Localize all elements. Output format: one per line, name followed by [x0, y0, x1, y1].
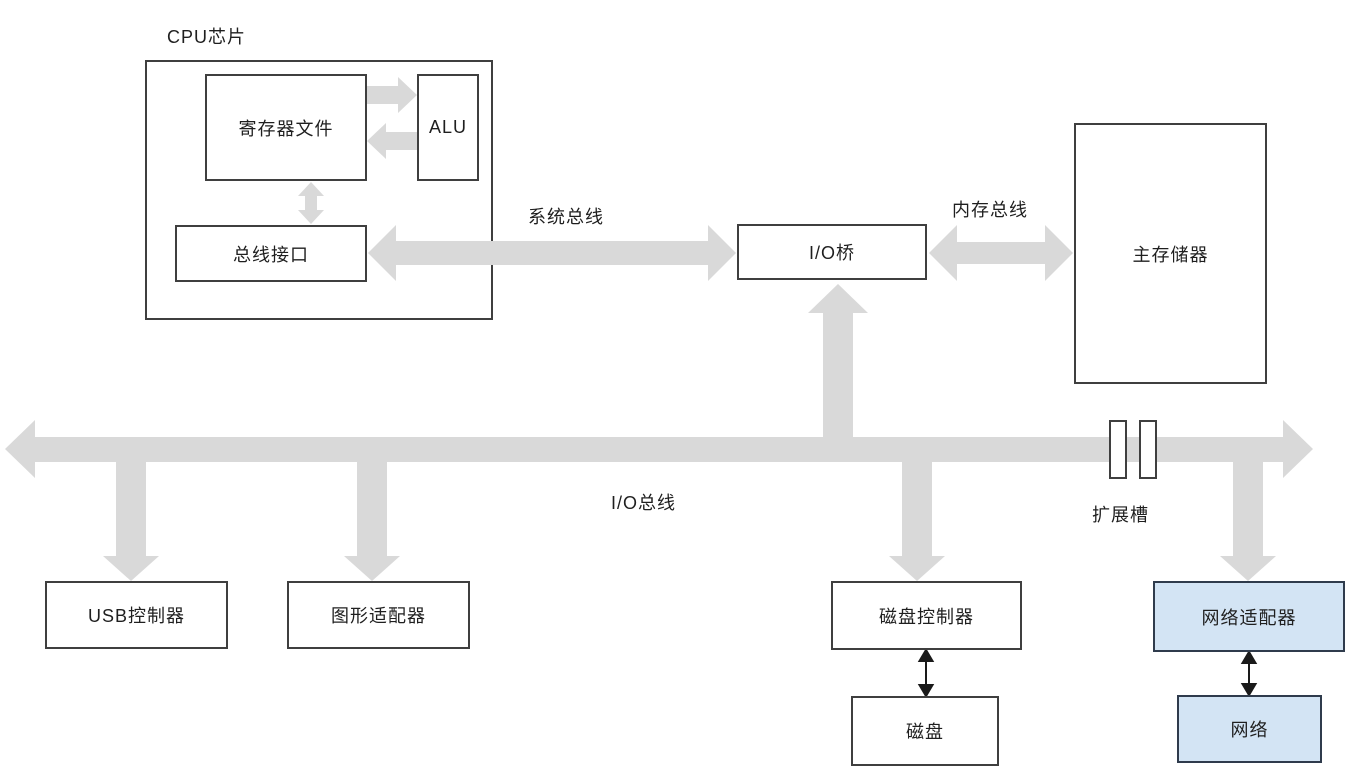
netadapter-network-arrowhead-down — [1240, 683, 1258, 697]
regfile-to-alu-arrow — [367, 77, 417, 113]
diskctrl-disk-arrowhead-down — [917, 684, 935, 698]
disk-box: 磁盘 — [851, 696, 999, 766]
alu-box: ALU — [417, 74, 479, 181]
usb-controller-box: USB控制器 — [45, 581, 228, 649]
diskctrl-disk-arrowhead-up — [917, 648, 935, 662]
main-memory-box: 主存储器 — [1074, 123, 1267, 384]
io-bus-label: I/O总线 — [611, 493, 677, 513]
network-box: 网络 — [1177, 695, 1322, 763]
io-bus-arrow — [5, 420, 1313, 478]
expansion-slots-label: 扩展槽 — [1092, 505, 1149, 525]
network-adapter-box: 网络适配器 — [1153, 581, 1345, 652]
memory-bus-arrow — [929, 225, 1073, 281]
memory-bus-label: 内存总线 — [952, 200, 1028, 220]
netadapter-network-arrowhead-up — [1240, 650, 1258, 664]
io-bridge-box: I/O桥 — [737, 224, 927, 280]
register-file-box: 寄存器文件 — [205, 74, 367, 181]
expansion-slot-1 — [1109, 420, 1127, 479]
bus-interface-box: 总线接口 — [175, 225, 367, 282]
regfile-businterface-arrow — [298, 182, 324, 224]
iobus-to-diskctrl-arrow — [889, 450, 945, 581]
graphics-adapter-box: 图形适配器 — [287, 581, 470, 649]
iobus-to-graphics-arrow — [344, 450, 400, 581]
cpu-chip-title: CPU芯片 — [167, 27, 247, 47]
iobus-to-bridge-arrow — [808, 284, 868, 462]
alu-to-regfile-arrow — [367, 123, 417, 159]
expansion-slot-2 — [1139, 420, 1157, 479]
iobus-to-netadapter-arrow — [1220, 450, 1276, 581]
cpu-chip-outline — [145, 60, 493, 320]
system-bus-label: 系统总线 — [528, 207, 604, 227]
system-bus-arrow — [368, 225, 736, 281]
iobus-to-usb-arrow — [103, 450, 159, 581]
disk-controller-box: 磁盘控制器 — [831, 581, 1022, 650]
